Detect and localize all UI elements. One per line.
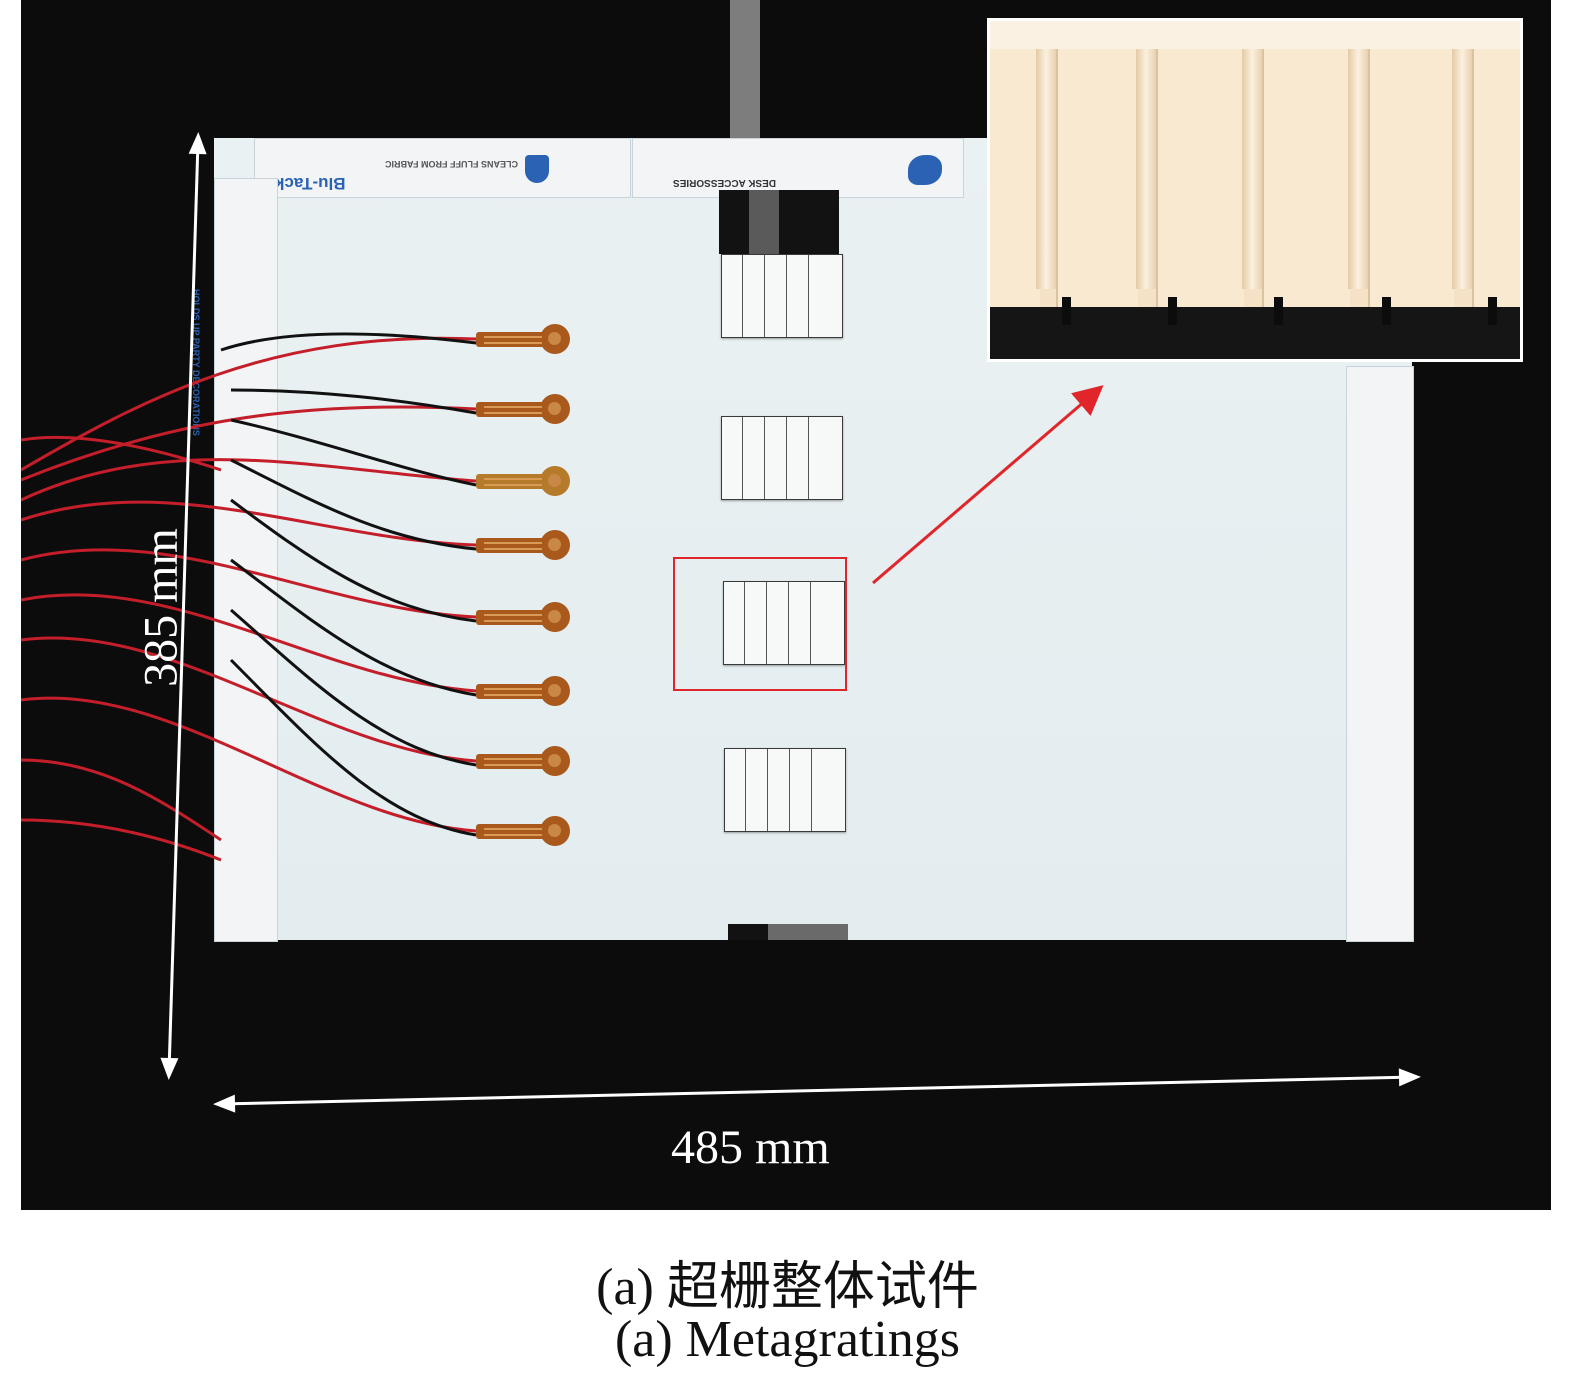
caption-english: (a) Metagratings (614, 1311, 961, 1368)
strain-gauge-7 (476, 746, 572, 776)
inset-grating-bar (1368, 49, 1454, 309)
background-tape-strip (730, 0, 760, 140)
strain-gauge-3 (476, 466, 572, 496)
caption-chinese: (a) 超栅整体试件 (596, 1259, 979, 1316)
strain-gauge-6 (476, 676, 572, 706)
metagrating-sample-3 (723, 581, 845, 665)
metagrating-sample-2 (721, 416, 843, 500)
inset-groove (1036, 49, 1056, 289)
holder-top (719, 190, 839, 254)
mascot-icon (908, 155, 942, 185)
width-dimension-label: 485 mm (671, 1121, 830, 1174)
tape-left: HOLDS UP PARTY DECORATIONS (191, 178, 278, 942)
strain-gauge-1 (476, 324, 572, 354)
strain-gauge-4 (476, 530, 572, 560)
inset-notch (1488, 297, 1497, 325)
strain-gauge-5 (476, 602, 572, 632)
strain-gauge-8 (476, 816, 572, 846)
inset-grating-bar (1156, 49, 1244, 309)
inset-notch (1382, 297, 1391, 325)
inset-grating-bar (1056, 49, 1138, 309)
metagrating-sample-1 (721, 254, 843, 338)
highlight-box (673, 557, 847, 691)
holder-bottom (728, 924, 848, 940)
strain-gauge-2 (476, 394, 572, 424)
inset-grating-bar (1472, 49, 1520, 309)
inset-grating-bar (990, 49, 1040, 309)
metagrating-sample-4 (724, 748, 846, 832)
tape-right (1346, 366, 1414, 942)
inset-floor (990, 307, 1520, 359)
inset-groove (1452, 49, 1472, 289)
zoom-arrow (872, 385, 1104, 585)
height-dimension-label: 385 mm (134, 528, 188, 687)
inset-groove (1242, 49, 1262, 289)
photo: Blu-Tack CLEANS FLUFF FROM FABRIC DESK A… (21, 0, 1551, 1210)
inset-notch (1168, 297, 1177, 325)
lead-wires (21, 332, 477, 862)
zoom-inset (987, 18, 1523, 362)
inset-groove (1136, 49, 1156, 289)
width-dimension-arrow (220, 1075, 1414, 1106)
inset-notch (1062, 297, 1071, 325)
inset-groove (1348, 49, 1368, 289)
inset-grating-bar (1262, 49, 1350, 309)
height-dimension-arrow (167, 141, 200, 1073)
inset-top-edge (990, 21, 1520, 49)
annotation-arrows (160, 132, 1421, 1113)
inset-notch (1274, 297, 1283, 325)
tape-top-left: Blu-Tack CLEANS FLUFF FROM FABRIC (254, 138, 631, 198)
blu-tack-logo-icon (525, 155, 549, 183)
